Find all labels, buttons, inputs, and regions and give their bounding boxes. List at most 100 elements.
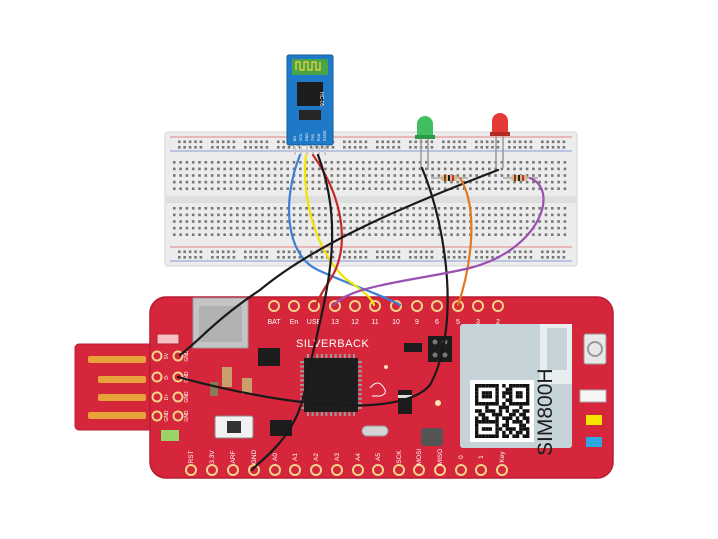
qr-module [522, 423, 526, 428]
breadboard-hole [381, 146, 384, 149]
breadboard-hole [317, 220, 321, 223]
breadboard-hole [280, 187, 283, 190]
mcu-pin [334, 412, 337, 416]
breadboard-hole [305, 226, 308, 230]
breadboard-hole [488, 167, 491, 171]
breadboard-hole [431, 167, 434, 171]
breadboard-hole [353, 146, 357, 149]
breadboard-hole [254, 226, 258, 230]
breadboard-hole [431, 226, 434, 230]
breadboard-hole [532, 207, 535, 210]
breadboard-hole [221, 256, 225, 259]
breadboard-hole [305, 161, 308, 164]
breadboard-hole [386, 140, 390, 144]
usb-side-pin [151, 371, 163, 383]
bottom-pin-label: A1 [292, 453, 299, 461]
breadboard-hole [544, 213, 548, 217]
breadboard-hole [414, 250, 417, 254]
breadboard-hole [267, 213, 271, 217]
mcu-pin [358, 402, 362, 405]
breadboard-hole [359, 140, 362, 144]
mcu-pin [358, 393, 362, 396]
breadboard-hole [376, 256, 379, 259]
breadboard-hole [254, 174, 258, 177]
breadboard-hole [227, 146, 230, 149]
breadboard-hole [374, 187, 378, 190]
qr-module [505, 387, 509, 392]
breadboard-hole [324, 220, 327, 223]
breadboard-hole [273, 220, 277, 223]
breadboard-hole [387, 207, 390, 210]
breadboard-hole [311, 167, 315, 171]
breadboard-hole [299, 161, 302, 164]
header-pin-1 [432, 339, 438, 345]
breadboard-hole [393, 226, 397, 230]
breadboard-hole [179, 180, 182, 184]
breadboard-hole [500, 220, 504, 223]
qr-module [519, 412, 523, 417]
breadboard-hole [387, 174, 390, 177]
qr-module [488, 391, 492, 395]
breadboard-hole [368, 167, 371, 171]
top-pin-6 [431, 300, 443, 312]
breadboard-hole [475, 167, 478, 171]
breadboard-hole [248, 226, 252, 230]
qr-module [478, 402, 482, 406]
breadboard-hole [506, 187, 510, 190]
mcu-pin [358, 361, 362, 363]
breadboard-hole [519, 207, 523, 210]
wire-black-led-gnd [178, 168, 500, 357]
header-pin-3 [432, 352, 438, 358]
breadboard-hole [500, 213, 504, 217]
reset-button-cap [227, 421, 241, 433]
breadboard-hole [481, 220, 485, 223]
breadboard-hole [437, 174, 441, 177]
breadboard-hole [317, 174, 321, 177]
breadboard-hole [562, 140, 566, 144]
usb-contact-1 [88, 356, 146, 363]
mcu-pin [300, 407, 304, 409]
qr-module [502, 416, 506, 420]
breadboard-hole [236, 167, 239, 171]
qr-module [478, 384, 482, 388]
breadboard-hole [273, 180, 277, 184]
breadboard-hole [392, 146, 395, 149]
breadboard-hole [198, 187, 201, 190]
breadboard-hole [387, 220, 390, 223]
breadboard-hole [496, 250, 500, 254]
bottom-pin-label: GND [251, 449, 258, 464]
breadboard-hole [462, 187, 466, 190]
breadboard-hole [538, 174, 541, 177]
top-pin-13 [329, 300, 341, 312]
breadboard-hole [223, 187, 226, 190]
breadboard-hole [494, 207, 497, 210]
breadboard-hole [519, 167, 523, 171]
breadboard-hole [248, 213, 252, 217]
qr-module [515, 416, 520, 420]
breadboard-hole [562, 250, 566, 254]
qr-module [498, 405, 503, 410]
qr-module [495, 420, 499, 424]
qr-module [526, 416, 530, 420]
breadboard-hole [282, 146, 285, 149]
breadboard-hole [506, 167, 510, 171]
breadboard-hole [368, 233, 371, 236]
qr-module [515, 420, 520, 424]
breadboard-hole [488, 220, 491, 223]
breadboard-hole [310, 256, 313, 259]
breadboard-hole [236, 207, 239, 210]
breadboard-hole [546, 250, 549, 254]
qr-module [512, 412, 516, 417]
breadboard-hole [525, 167, 529, 171]
qr-module [492, 420, 496, 424]
breadboard-hole [267, 174, 271, 177]
breadboard-hole [393, 174, 397, 177]
qr-module [498, 427, 503, 431]
breadboard-hole [456, 161, 460, 164]
breadboard-hole [368, 213, 371, 217]
breadboard-hole [518, 250, 522, 254]
breadboard-hole [273, 233, 277, 236]
mcu-pin [320, 354, 323, 358]
